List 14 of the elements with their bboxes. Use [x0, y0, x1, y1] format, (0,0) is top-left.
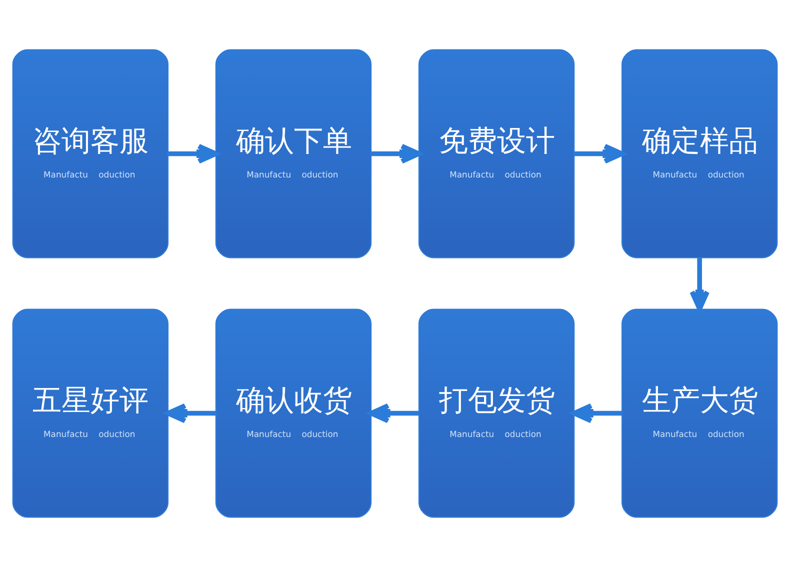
arrow [572, 403, 622, 424]
node-box: 生产大货 Manufactu oduction [621, 308, 778, 518]
arrow [368, 403, 419, 424]
arrow [690, 258, 710, 312]
node-box: 咨询客服 Manufactu oduction [12, 49, 169, 258]
node-box: 五星好评 Manufactu oduction [12, 308, 169, 518]
node-box: 打包发货 Manufactu oduction [418, 308, 575, 518]
node-box: 确定样品 Manufactu oduction [621, 49, 778, 258]
node-box: 确认收货 Manufactu oduction [215, 308, 372, 518]
arrow [574, 144, 624, 164]
arrow [371, 144, 422, 164]
arrow [168, 144, 218, 164]
node-box: 免费设计 Manufactu oduction [418, 49, 575, 258]
node-box: 确认下单 Manufactu oduction [215, 49, 372, 258]
